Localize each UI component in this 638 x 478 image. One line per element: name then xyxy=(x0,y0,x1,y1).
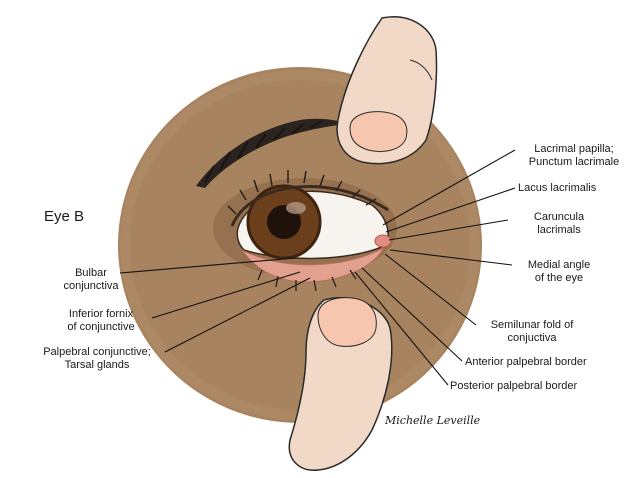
label-bulbar: Bulbar conjunctiva xyxy=(63,267,119,292)
label-anterior-border: Anterior palpebral border xyxy=(465,356,587,368)
label-lacus-lacrimalis: Lacus lacrimalis xyxy=(518,182,597,194)
label-palpebral-conjunctive: Palpebral conjunctive; Tarsal glands xyxy=(43,346,151,371)
leader-anterior-border xyxy=(361,267,463,362)
upper-lashes xyxy=(227,170,377,215)
leader-lacrimal-papilla xyxy=(382,149,516,226)
label-caruncula: Caruncula lacrimals xyxy=(533,211,585,236)
leader-lacus-lacrimalis xyxy=(385,187,516,233)
leader-palpebral xyxy=(164,277,311,353)
diagram-title: Eye B xyxy=(44,208,85,225)
label-medial-angle: Medial angle of the eye xyxy=(527,259,591,284)
leader-bulbar xyxy=(119,257,296,274)
lower-eyelid-everted xyxy=(241,246,386,283)
leader-inferior-fornix xyxy=(151,271,301,319)
caruncle xyxy=(374,234,392,248)
upper-thumb xyxy=(336,16,438,165)
iris-ring xyxy=(246,184,322,260)
leader-medial-angle xyxy=(389,249,513,266)
leader-caruncula xyxy=(388,219,509,241)
label-semilunar-fold: Semilunar fold of conjuctiva xyxy=(490,319,574,344)
eyebrow-hairs xyxy=(204,120,323,183)
iris-highlight xyxy=(286,202,306,214)
lower-thumb xyxy=(288,296,393,471)
leader-semilunar-fold xyxy=(384,253,477,326)
leader-lines xyxy=(119,149,516,386)
eyebrow xyxy=(196,118,346,188)
label-inferior-fornix: Inferior fornix of conjunctive xyxy=(67,308,135,333)
artist-signature: Michelle Leveille xyxy=(385,414,481,427)
label-lacrimal-papilla: Lacrimal papilla; Punctum lacrimale xyxy=(528,143,620,168)
leader-posterior-border xyxy=(354,271,449,386)
label-posterior-border: Posterior palpebral border xyxy=(450,380,578,392)
upper-eyelid xyxy=(230,185,389,227)
